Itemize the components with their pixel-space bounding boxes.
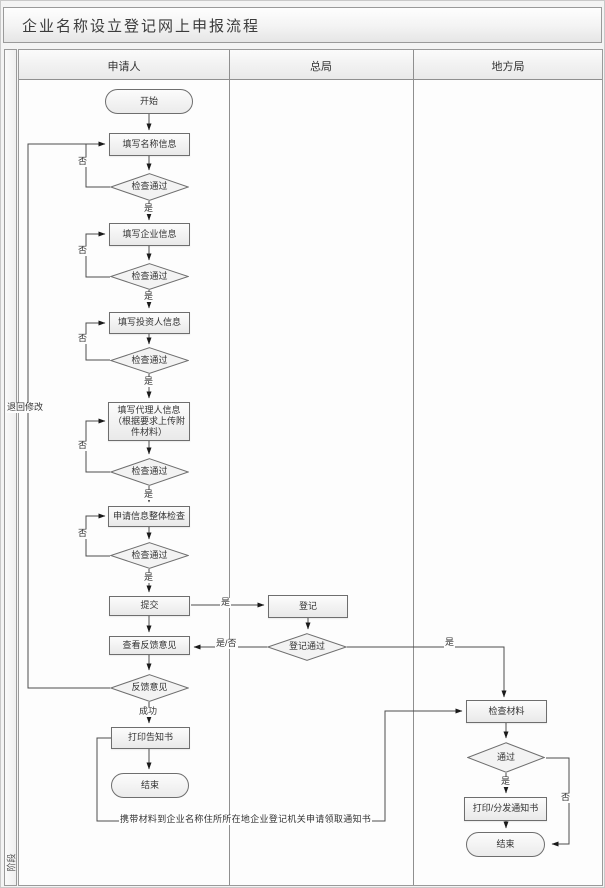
lane-title-general-bureau: 总局 — [310, 61, 332, 73]
lane-title-applicant: 申请人 — [107, 61, 141, 73]
edge-label-yes: 是 — [143, 203, 155, 214]
node-check-pass-2: 检查通过 — [110, 263, 189, 290]
node-end-applicant: 结束 — [111, 773, 189, 798]
node-overall-check: 申请信息整体检查 — [108, 506, 190, 527]
edge-label-no: 否 — [77, 156, 89, 167]
edge-label-yes: 是 — [444, 637, 456, 648]
page-title-bar: 企业名称设立登记网上申报流程 — [3, 7, 602, 43]
edge-label-return-modify: 退回修改 — [6, 402, 45, 413]
node-submit: 提交 — [109, 596, 190, 616]
lane-separator — [413, 50, 414, 885]
stage-label: 阶段 — [6, 853, 16, 872]
edge-label-yes-no: 是/否 — [215, 638, 238, 649]
node-print-distribute-notice: 打印/分发通知书 — [464, 797, 547, 821]
edge-label-yes: 是 — [143, 572, 155, 583]
edge-label-carry-materials: 携带材料到企业名称住所所在地企业登记机关申请领取通知书 — [119, 814, 373, 825]
node-fill-investor-info: 填写投资人信息 — [109, 312, 190, 334]
node-pass: 通过 — [467, 742, 545, 773]
edge-label-yes: 是 — [500, 776, 512, 787]
page-title: 企业名称设立登记网上申报流程 — [22, 17, 261, 35]
lane-title-local-bureau: 地方局 — [491, 61, 525, 73]
node-check-pass-4: 检查通过 — [110, 458, 189, 486]
node-fill-agent-info: 填写代理人信息 （根据要求上传附 件材料） — [108, 402, 190, 441]
node-check-materials: 检查材料 — [466, 700, 547, 723]
node-fill-name-info: 填写名称信息 — [109, 133, 190, 156]
edge-label-yes: 是 — [143, 291, 155, 302]
node-view-feedback: 查看反馈意见 — [109, 636, 190, 655]
edge-label-no: 否 — [77, 245, 89, 256]
lane-separator — [229, 50, 230, 885]
node-feedback: 反馈意见 — [110, 674, 189, 702]
edge-label-yes: 是 — [220, 597, 232, 608]
node-register: 登记 — [268, 595, 348, 618]
node-start: 开始 — [105, 89, 193, 114]
lane-header-row — [19, 50, 602, 80]
stage-column: 阶段 — [4, 49, 17, 886]
node-check-pass-1: 检查通过 — [110, 173, 189, 201]
edge-label-yes: 是 — [143, 489, 155, 500]
edge-label-no: 否 — [560, 792, 572, 803]
edge-label-no: 否 — [77, 528, 89, 539]
node-check-pass-5: 检查通过 — [110, 542, 189, 569]
edge-label-no: 否 — [77, 440, 89, 451]
edge-label-yes: 是 — [143, 376, 155, 387]
node-register-pass: 登记通过 — [267, 633, 347, 661]
edge-label-no: 否 — [77, 333, 89, 344]
node-print-notice: 打印告知书 — [111, 727, 190, 749]
edge-label-success: 成功 — [138, 706, 159, 717]
node-check-pass-3: 检查通过 — [110, 347, 189, 374]
node-end-local: 结束 — [466, 832, 545, 857]
node-fill-company-info: 填写企业信息 — [109, 223, 190, 246]
